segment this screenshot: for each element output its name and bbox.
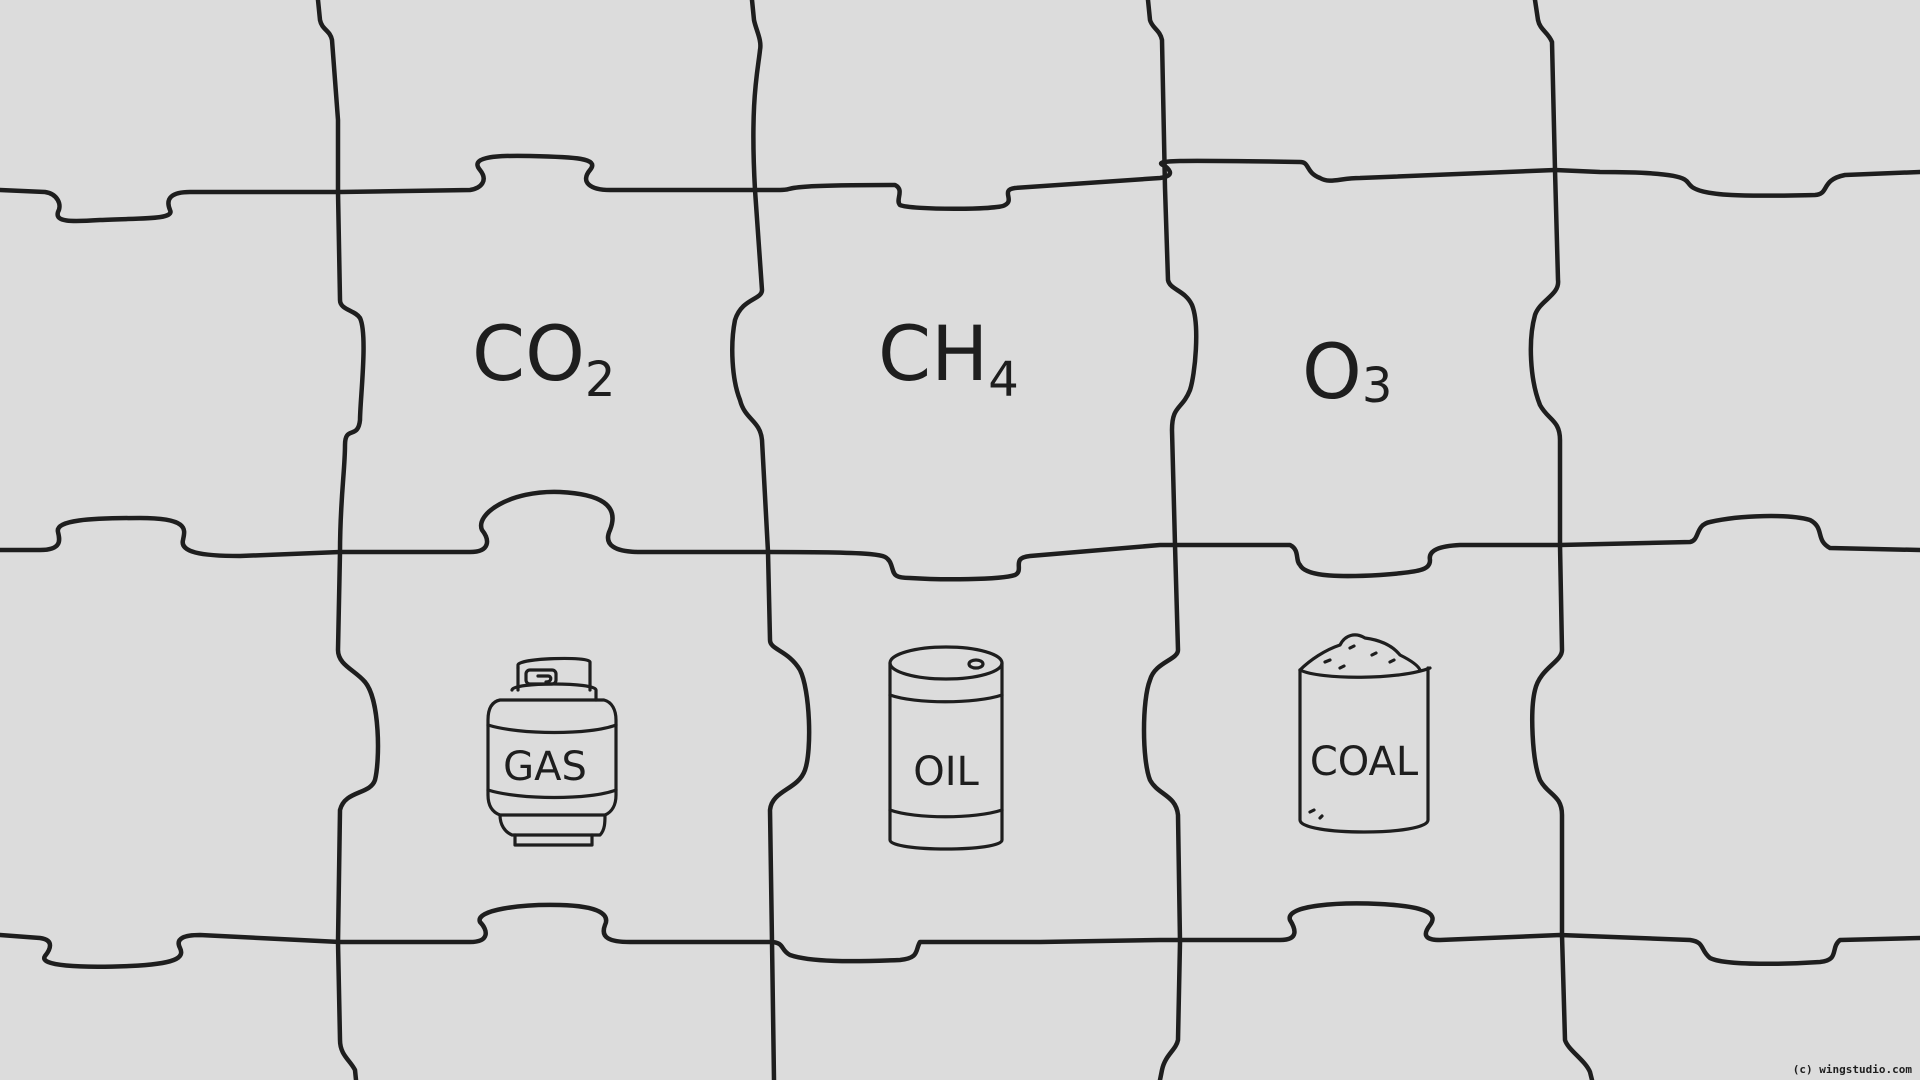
formula-co2-main: CO (472, 309, 585, 398)
formula-ch4-subscript: 4 (988, 352, 1019, 408)
svg-text:CO2: CO2 (472, 309, 615, 408)
formula-o3-subscript: 3 (1362, 358, 1393, 414)
oil-label: OIL (913, 749, 979, 795)
coal-label: COAL (1310, 739, 1419, 785)
formula-ch4-main: CH (878, 309, 988, 398)
formula-o3-main: O (1302, 327, 1362, 416)
puzzle-seam-vertical-2 (730, 0, 812, 1080)
puzzle-seam-vertical-1 (315, 0, 381, 1080)
puzzle-seam-vertical-4 (1528, 0, 1595, 1080)
copyright-credit: (c) wingstudio.com (1793, 1063, 1913, 1076)
formula-co2: CO2 (472, 309, 615, 408)
oil-barrel-icon: OIL (888, 645, 1004, 851)
puzzle-seam-horizontal-1 (0, 153, 1920, 224)
formula-co2-subscript: 2 (585, 352, 616, 408)
formula-ch4: CH4 (878, 309, 1019, 408)
formula-o3: O3 (1302, 327, 1392, 416)
puzzle-seam-horizontal-2 (0, 489, 1920, 582)
gas-label: GAS (503, 744, 587, 790)
puzzle-seam-vertical-3 (1141, 0, 1199, 1080)
puzzle-seam-horizontal-3 (0, 901, 1920, 969)
gas-cylinder-icon: GAS (486, 656, 618, 847)
svg-text:CH4: CH4 (878, 309, 1019, 408)
svg-text:O3: O3 (1302, 327, 1392, 416)
coal-bucket-icon: COAL (1298, 633, 1432, 834)
